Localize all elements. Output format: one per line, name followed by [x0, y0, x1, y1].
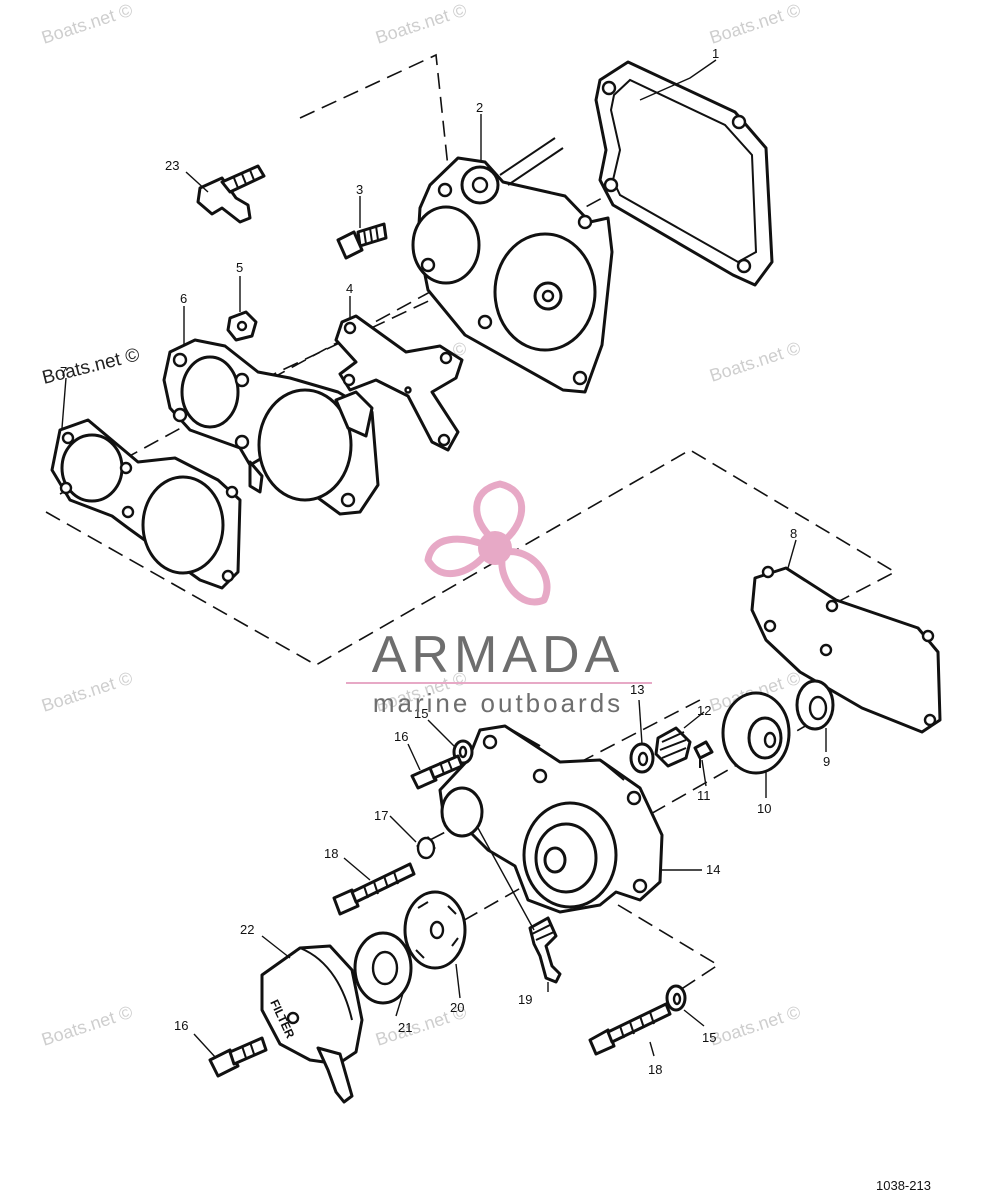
callout-17: 17 [374, 808, 388, 823]
part-16-screw-b [208, 1036, 268, 1078]
logo-subtitle: marine outboards [373, 688, 623, 718]
part-22-filter-cover: FILTER [260, 944, 364, 1104]
callout-13: 13 [630, 682, 644, 697]
callout-4: 4 [346, 281, 353, 296]
callout-8: 8 [790, 526, 797, 541]
callout-1: 1 [712, 46, 719, 61]
callout-15: 15 [414, 706, 428, 721]
part-18-screw-a [332, 862, 416, 916]
part-3-screw [336, 222, 388, 260]
watermark-dark: Boats.net © [40, 344, 142, 388]
callout-15-b: 15 [702, 1030, 716, 1045]
part-11-screw [693, 740, 714, 768]
part-20-strainer [403, 890, 467, 970]
part-13-washer [629, 742, 655, 774]
callout-23: 23 [165, 158, 179, 173]
callout-10: 10 [757, 801, 771, 816]
callout-9: 9 [823, 754, 830, 769]
part-8-gasket [750, 565, 942, 734]
callout-20: 20 [450, 1000, 464, 1015]
drawing-code: 1038-213 [876, 1178, 931, 1193]
part-7-gasket [50, 418, 242, 590]
lower-assembly: FILTER [208, 565, 942, 1104]
part-16-screw-a [410, 754, 464, 790]
propeller-logo-icon [424, 480, 551, 606]
upper-bracket-bottom [45, 449, 897, 666]
part-12-valve [654, 726, 692, 768]
watermark: Boats.net © [707, 0, 803, 48]
upper-axis-line-2 [239, 219, 601, 391]
part-1-gasket [594, 60, 774, 287]
watermark: Boats.net © [707, 1002, 803, 1050]
watermark: Boats.net © [39, 668, 135, 716]
callout-11: 11 [697, 788, 711, 803]
watermark: Boats.net © [707, 338, 803, 386]
logo-title: ARMADA [372, 626, 624, 684]
callout-leaders [61, 59, 827, 1059]
callout-7: 7 [60, 364, 67, 379]
callout-21: 21 [398, 1020, 412, 1035]
part-19-fitting [528, 916, 562, 984]
upper-assembly [45, 53, 897, 666]
callout-2: 2 [476, 100, 483, 115]
part-10-diaphragm [721, 691, 791, 775]
callout-numbers: 1 2 3 4 5 6 7 8 9 10 11 12 13 14 15 16 1… [60, 46, 830, 1077]
lower-bracket [617, 904, 720, 991]
part-4-bracket [334, 314, 464, 452]
watermark: Boats.net © [39, 0, 135, 48]
callout-19: 19 [518, 992, 532, 1007]
callout-5: 5 [236, 260, 243, 275]
watermark: Boats.net © [39, 1002, 135, 1050]
callout-6: 6 [180, 291, 187, 306]
part-9-ring [795, 679, 835, 731]
callout-22: 22 [240, 922, 254, 937]
upper-bracket-top [299, 53, 453, 206]
callout-12: 12 [697, 703, 711, 718]
part-17-clip [416, 836, 436, 860]
callout-16-b: 16 [174, 1018, 188, 1033]
part-5-nut [226, 310, 258, 342]
callout-16: 16 [394, 729, 408, 744]
callout-3: 3 [356, 182, 363, 197]
callout-18-b: 18 [648, 1062, 662, 1077]
callout-18: 18 [324, 846, 338, 861]
part-23-elbow [196, 164, 266, 224]
part-14-pump-body [438, 724, 664, 914]
part-2-pump-cover [411, 137, 614, 394]
part-15-washer-b [665, 984, 687, 1012]
part-18-screw-b [588, 1002, 672, 1056]
part-21-gasket-ring [353, 931, 413, 1005]
watermark: Boats.net © [373, 0, 469, 48]
armada-logo: ARMADA marine outboards [346, 480, 652, 718]
callout-14: 14 [706, 862, 720, 877]
part-6-housing [162, 338, 380, 516]
